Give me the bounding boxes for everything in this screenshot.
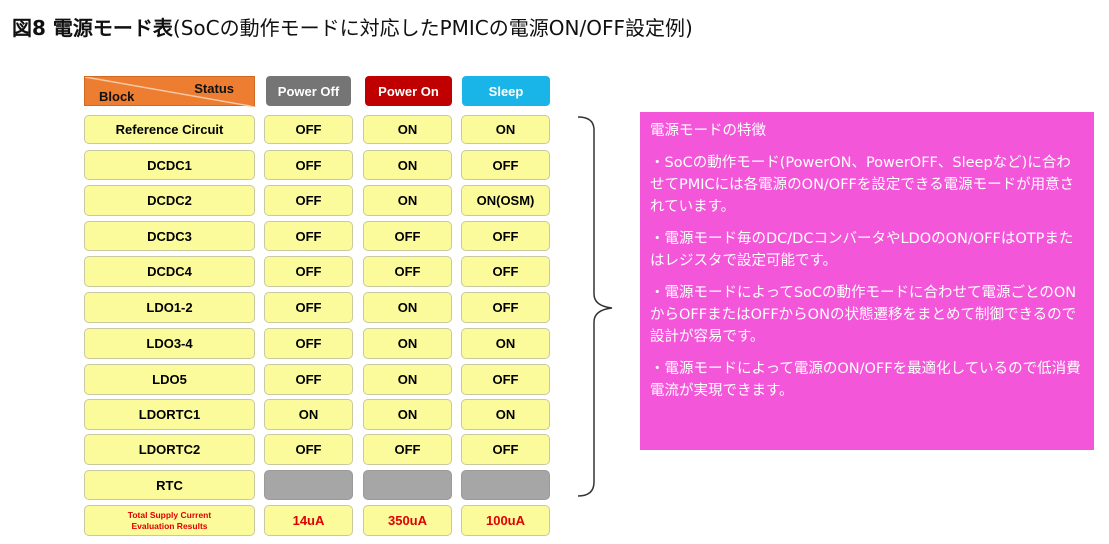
row-block-label: LDO3-4 (84, 328, 255, 359)
note-paragraph: ・電源モード毎のDC/DCコンバータやLDOのON/OFFはOTPまたはレジスタ… (650, 231, 1074, 269)
note-paragraph: ・電源モードによって電源のON/OFFを最適化しているので低消費電流が実現できま… (650, 361, 1081, 399)
cell-power-on: ON (363, 364, 452, 395)
row-block-label: LDO5 (84, 364, 255, 395)
cell-sleep: ON (461, 115, 550, 144)
cell-power-on-empty (363, 470, 452, 500)
cell-power-off: OFF (264, 434, 353, 465)
total-power-on: 350uA (363, 505, 452, 536)
cell-power-off-empty (264, 470, 353, 500)
row-block-label: RTC (84, 470, 255, 500)
column-header-power-on: Power On (365, 76, 452, 106)
cell-sleep: OFF (461, 364, 550, 395)
total-label-line1: Total Supply Current (127, 509, 212, 520)
cell-power-off: OFF (264, 150, 353, 180)
cell-power-off: OFF (264, 328, 353, 359)
cell-power-off: OFF (264, 221, 353, 251)
cell-power-off: OFF (264, 115, 353, 144)
note-paragraph: ・電源モードによってSoCの動作モードに合わせて電源ごとのONからOFFまたはO… (650, 285, 1077, 345)
cell-power-on: ON (363, 115, 452, 144)
cell-power-off: ON (264, 399, 353, 430)
cell-power-off: OFF (264, 364, 353, 395)
cell-sleep: OFF (461, 150, 550, 180)
figure-title: 図8 電源モード表(SoCの動作モードに対応したPMICの電源ON/OFF設定例… (12, 12, 693, 41)
cell-power-on: ON (363, 150, 452, 180)
cell-sleep: OFF (461, 434, 550, 465)
cell-power-on: ON (363, 399, 452, 430)
cell-power-on: ON (363, 292, 452, 323)
cell-power-off: OFF (264, 292, 353, 323)
row-block-label: DCDC3 (84, 221, 255, 251)
cell-sleep: ON(OSM) (461, 185, 550, 216)
corner-diagonal-line (85, 77, 256, 107)
total-supply-current-label: Total Supply Current Evaluation Results (84, 505, 255, 536)
row-block-label: LDORTC2 (84, 434, 255, 465)
figure-title-main: 図8 電源モード表 (12, 16, 173, 40)
cell-power-on: OFF (363, 221, 452, 251)
cell-sleep: ON (461, 328, 550, 359)
row-block-label: LDO1-2 (84, 292, 255, 323)
cell-sleep: ON (461, 399, 550, 430)
row-block-label: DCDC4 (84, 256, 255, 287)
note-heading: 電源モードの特徴 (650, 123, 766, 139)
table-corner-header: Status Block (84, 76, 256, 107)
total-sleep: 100uA (461, 505, 550, 536)
column-header-sleep: Sleep (462, 76, 550, 106)
cell-sleep: OFF (461, 256, 550, 287)
note-paragraph: ・SoCの動作モード(PowerON、PowerOFF、Sleepなど)に合わせ… (650, 155, 1075, 215)
cell-power-on: OFF (363, 256, 452, 287)
row-block-label: LDORTC1 (84, 399, 255, 430)
row-block-label: DCDC1 (84, 150, 255, 180)
curly-brace-icon (577, 116, 613, 497)
row-block-label: Reference Circuit (84, 115, 255, 144)
figure-title-subtitle: (SoCの動作モードに対応したPMICの電源ON/OFF設定例) (172, 16, 693, 40)
cell-sleep-empty (461, 470, 550, 500)
total-label-line2: Evaluation Results (131, 520, 208, 531)
cell-sleep: OFF (461, 221, 550, 251)
corner-block-label: Block (99, 89, 135, 104)
cell-power-on: OFF (363, 434, 452, 465)
cell-power-off: OFF (264, 185, 353, 216)
cell-power-on: ON (363, 185, 452, 216)
column-header-power-off: Power Off (266, 76, 351, 106)
cell-power-on: ON (363, 328, 452, 359)
power-mode-features-note: 電源モードの特徴 ・SoCの動作モード(PowerON、PowerOFF、Sle… (640, 112, 1094, 450)
cell-power-off: OFF (264, 256, 353, 287)
row-block-label: DCDC2 (84, 185, 255, 216)
corner-status-label: Status (194, 81, 234, 96)
cell-sleep: OFF (461, 292, 550, 323)
total-power-off: 14uA (264, 505, 353, 536)
